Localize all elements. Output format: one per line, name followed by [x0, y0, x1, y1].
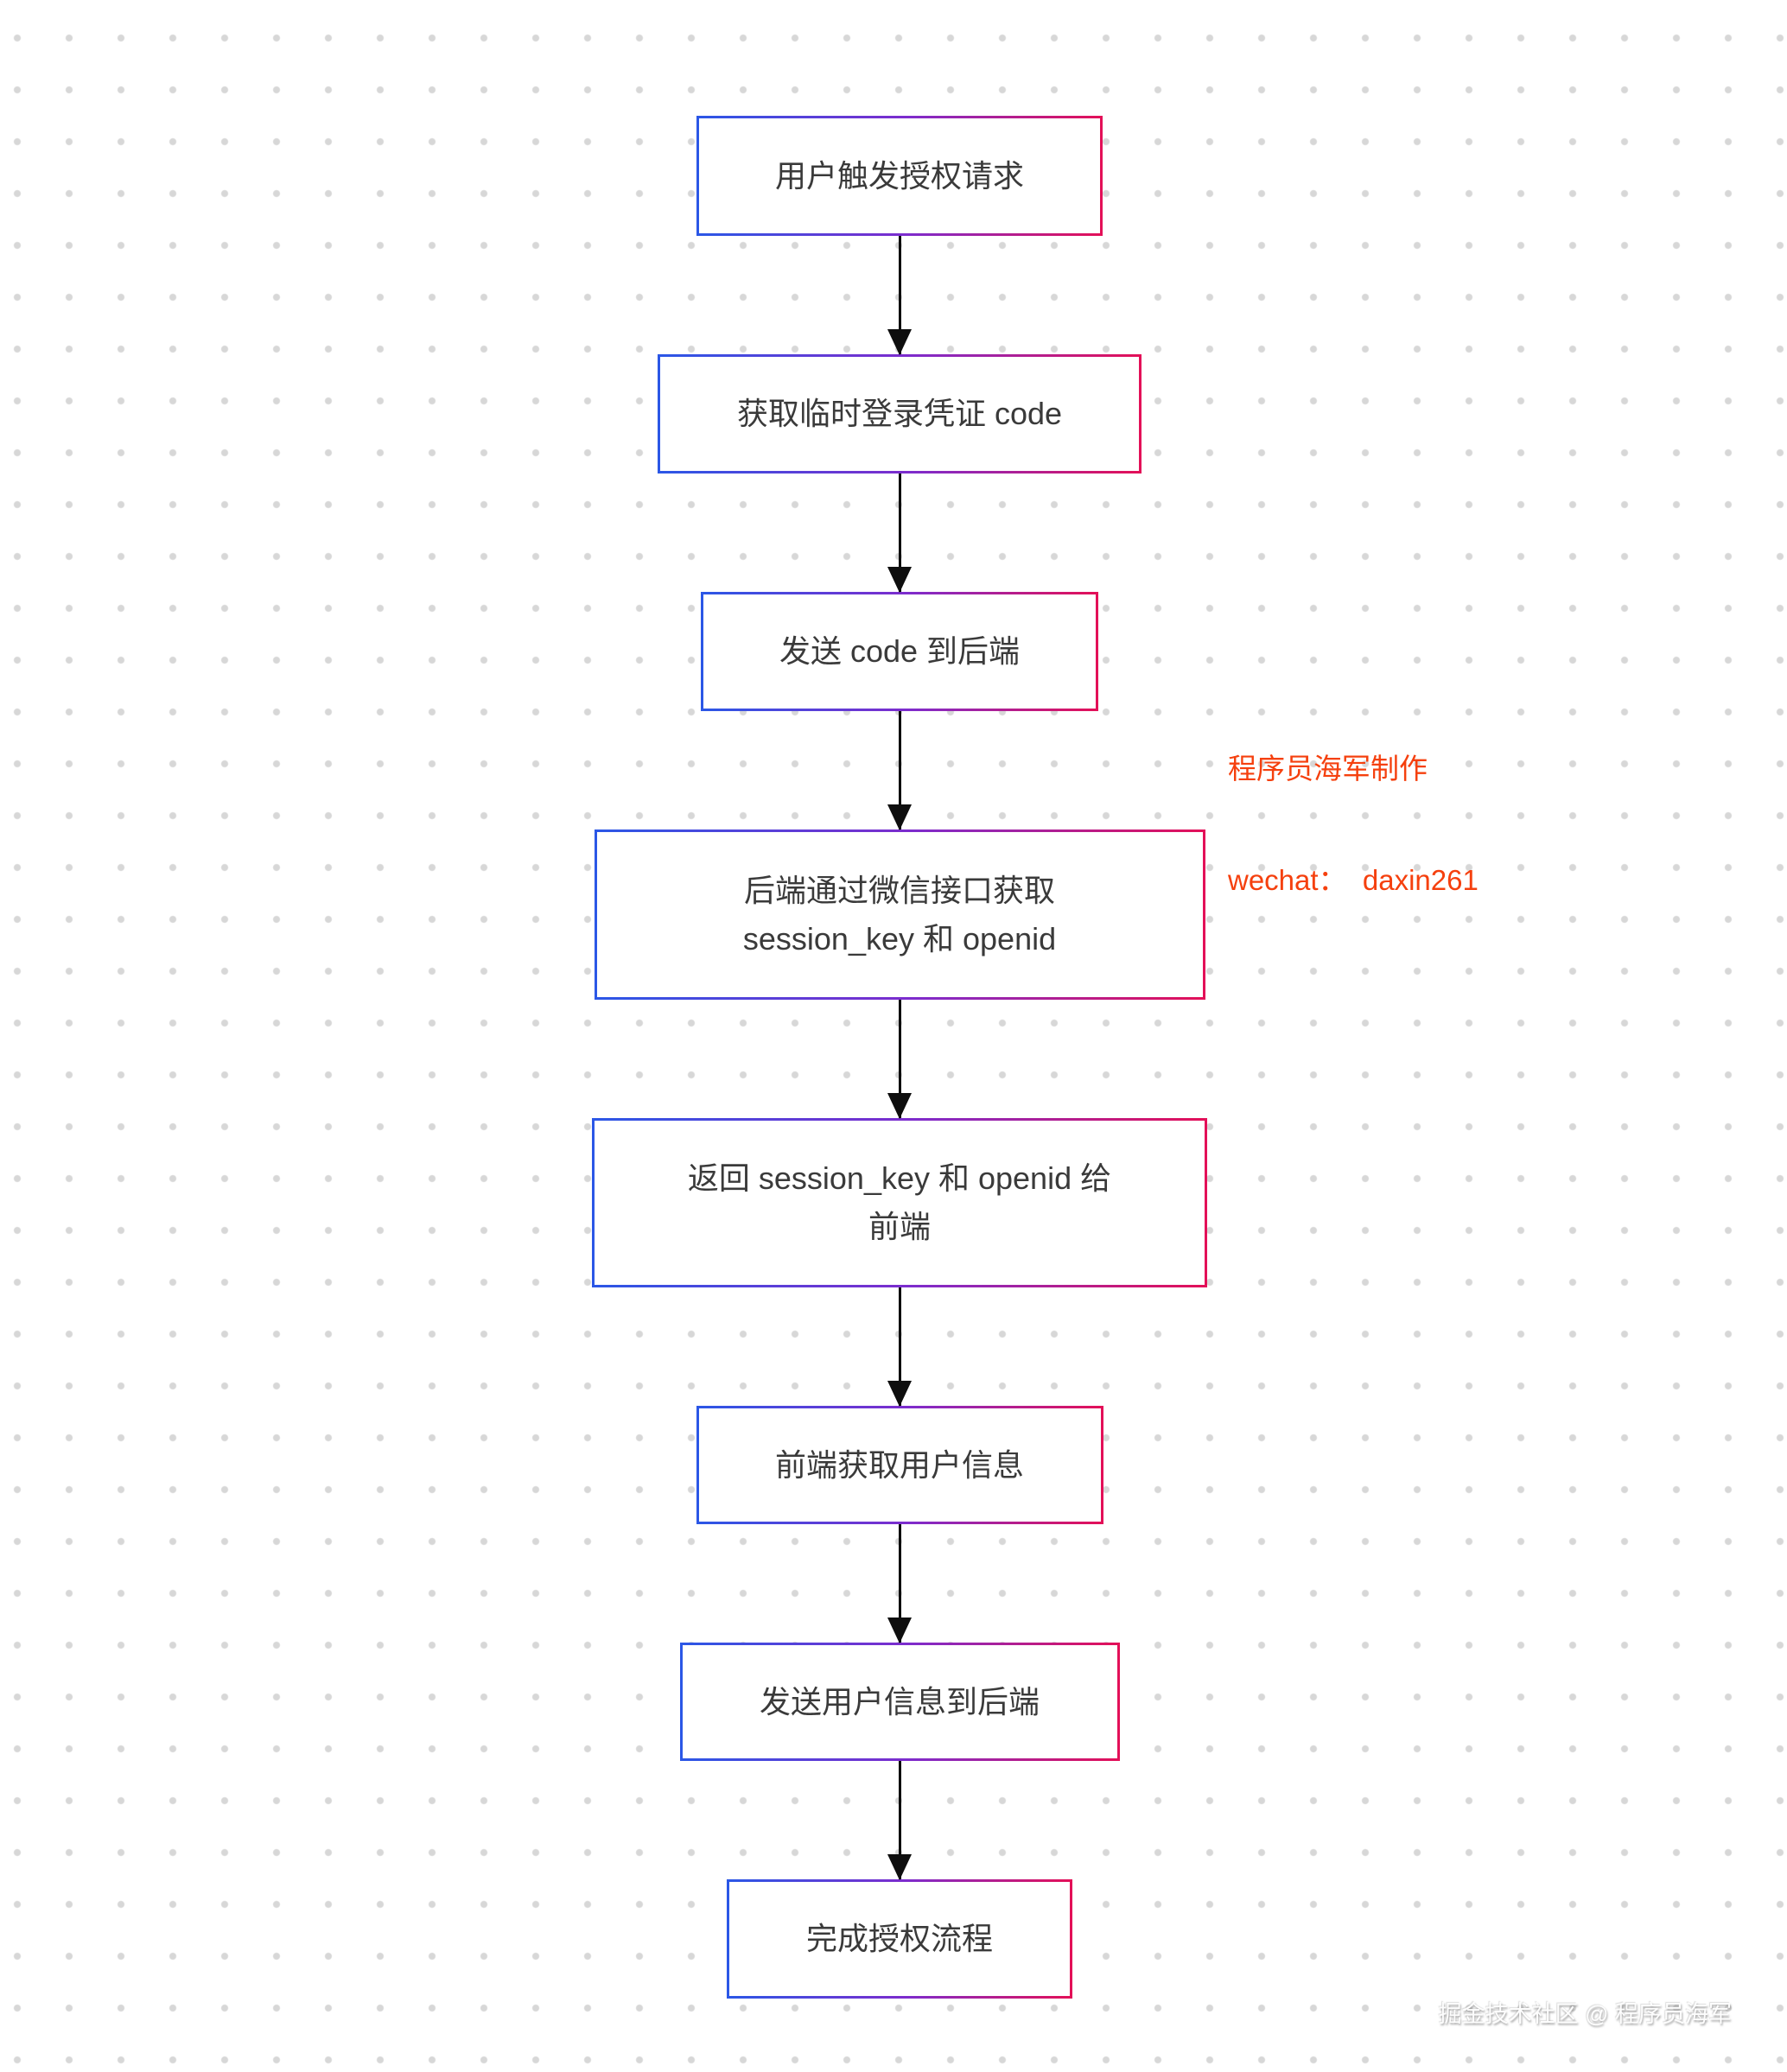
node-return-session-front: 返回 session_key 和 openid 给 前端 — [592, 1118, 1207, 1287]
node-label: 前端 — [868, 1209, 931, 1244]
flow-arrow-down-icon — [898, 1000, 901, 1118]
flow-arrow-down-icon — [898, 711, 901, 829]
node-send-code-backend: 发送 code 到后端 — [701, 592, 1098, 711]
node-get-temp-code: 获取临时登录凭证 code — [658, 354, 1142, 474]
node-label: 用户触发授权请求 — [774, 157, 1024, 194]
node-label: 发送 code 到后端 — [779, 633, 1021, 669]
flow-arrow-down-icon — [898, 1524, 901, 1643]
flow-arrow-down-icon — [898, 236, 901, 354]
node-label: session_key 和 openid — [742, 920, 1057, 957]
node-backend-fetch-session: 后端通过微信接口获取 session_key 和 openid — [594, 829, 1205, 1000]
node-send-userinfo-backend: 发送用户信息到后端 — [679, 1643, 1120, 1761]
node-label: 后端通过微信接口获取 — [743, 872, 1055, 908]
flow-column: 用户触发授权请求 获取临时登录凭证 code 发送 code 到后端 后端通过微… — [6, 116, 1787, 1999]
flow-arrow-down-icon — [898, 1287, 901, 1406]
node-label: 发送用户信息到后端 — [759, 1683, 1040, 1719]
node-label: 完成授权流程 — [805, 1921, 993, 1956]
node-frontend-get-userinfo: 前端获取用户信息 — [696, 1406, 1103, 1524]
flow-arrow-down-icon — [898, 1761, 901, 1879]
author-note-line1: 程序员海军制作 — [1228, 753, 1428, 785]
author-note-line2: wechat： daxin261 — [1228, 864, 1479, 896]
node-label: 前端获取用户信息 — [774, 1446, 1024, 1483]
flow-arrow-down-icon — [898, 474, 901, 592]
node-complete-auth: 完成授权流程 — [727, 1879, 1072, 1999]
author-note: 程序员海军制作 wechat： daxin261 — [1228, 676, 1479, 973]
node-trigger-auth: 用户触发授权请求 — [696, 116, 1103, 236]
node-label: 返回 session_key 和 openid 给 — [687, 1160, 1112, 1196]
node-label: 获取临时登录凭证 code — [736, 396, 1063, 431]
watermark: 掘金技术社区 @ 程序员海军 — [1438, 2001, 1732, 2027]
